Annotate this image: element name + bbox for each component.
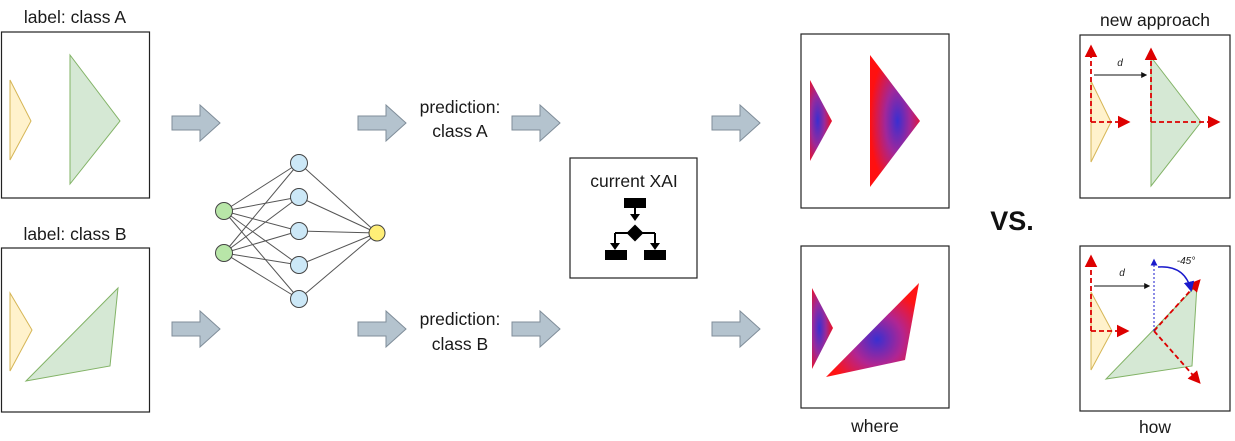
- arrow-network-to-prediction-b: [357, 309, 407, 349]
- heatmap-class-b: [800, 245, 950, 409]
- arrow-prediction-a-to-xai: [511, 103, 561, 143]
- input-image-class-a: [0, 31, 151, 199]
- xai-title: current XAI: [590, 171, 678, 191]
- arrow-network-to-prediction-a: [357, 103, 407, 143]
- distance-label-bottom: d: [1119, 268, 1125, 279]
- new-approach-class-a: d: [1079, 34, 1231, 199]
- prediction-b-line2: class B: [432, 334, 488, 354]
- arrow-xai-to-heatmap-b: [711, 309, 761, 349]
- where-label: where: [850, 416, 899, 436]
- input-node: [215, 202, 233, 220]
- heatmap-class-a: [800, 33, 950, 209]
- new-approach-title: new approach: [1100, 10, 1210, 30]
- prediction-a-line2: class A: [432, 121, 488, 141]
- output-node: [368, 224, 386, 242]
- arrow-xai-to-heatmap-a: [711, 103, 761, 143]
- current-xai-box: current XAI: [569, 157, 698, 279]
- hidden-node: [290, 222, 308, 240]
- input-label-class-b: label: class B: [23, 224, 126, 244]
- how-label: how: [1139, 417, 1171, 437]
- hidden-node: [290, 256, 308, 274]
- input-image-class-b: [0, 247, 151, 413]
- input-node: [215, 244, 233, 262]
- hidden-node: [290, 188, 308, 206]
- arrow-input-b-to-network: [171, 309, 221, 349]
- hidden-node: [290, 154, 308, 172]
- block-arrows: [171, 103, 761, 349]
- prediction-b-line1: prediction:: [420, 309, 501, 329]
- angle-label: -45°: [1177, 256, 1195, 267]
- arrow-prediction-b-to-xai: [511, 309, 561, 349]
- neural-network-icon: [215, 154, 386, 308]
- hidden-node: [290, 290, 308, 308]
- arrow-input-a-to-network: [171, 103, 221, 143]
- prediction-a-line1: prediction:: [420, 97, 501, 117]
- distance-label-top: d: [1117, 58, 1123, 69]
- new-approach-class-b: d -45°: [1079, 245, 1231, 412]
- vs-label: VS.: [990, 206, 1034, 236]
- flowchart-icon: [605, 198, 666, 260]
- input-label-class-a: label: class A: [24, 7, 126, 27]
